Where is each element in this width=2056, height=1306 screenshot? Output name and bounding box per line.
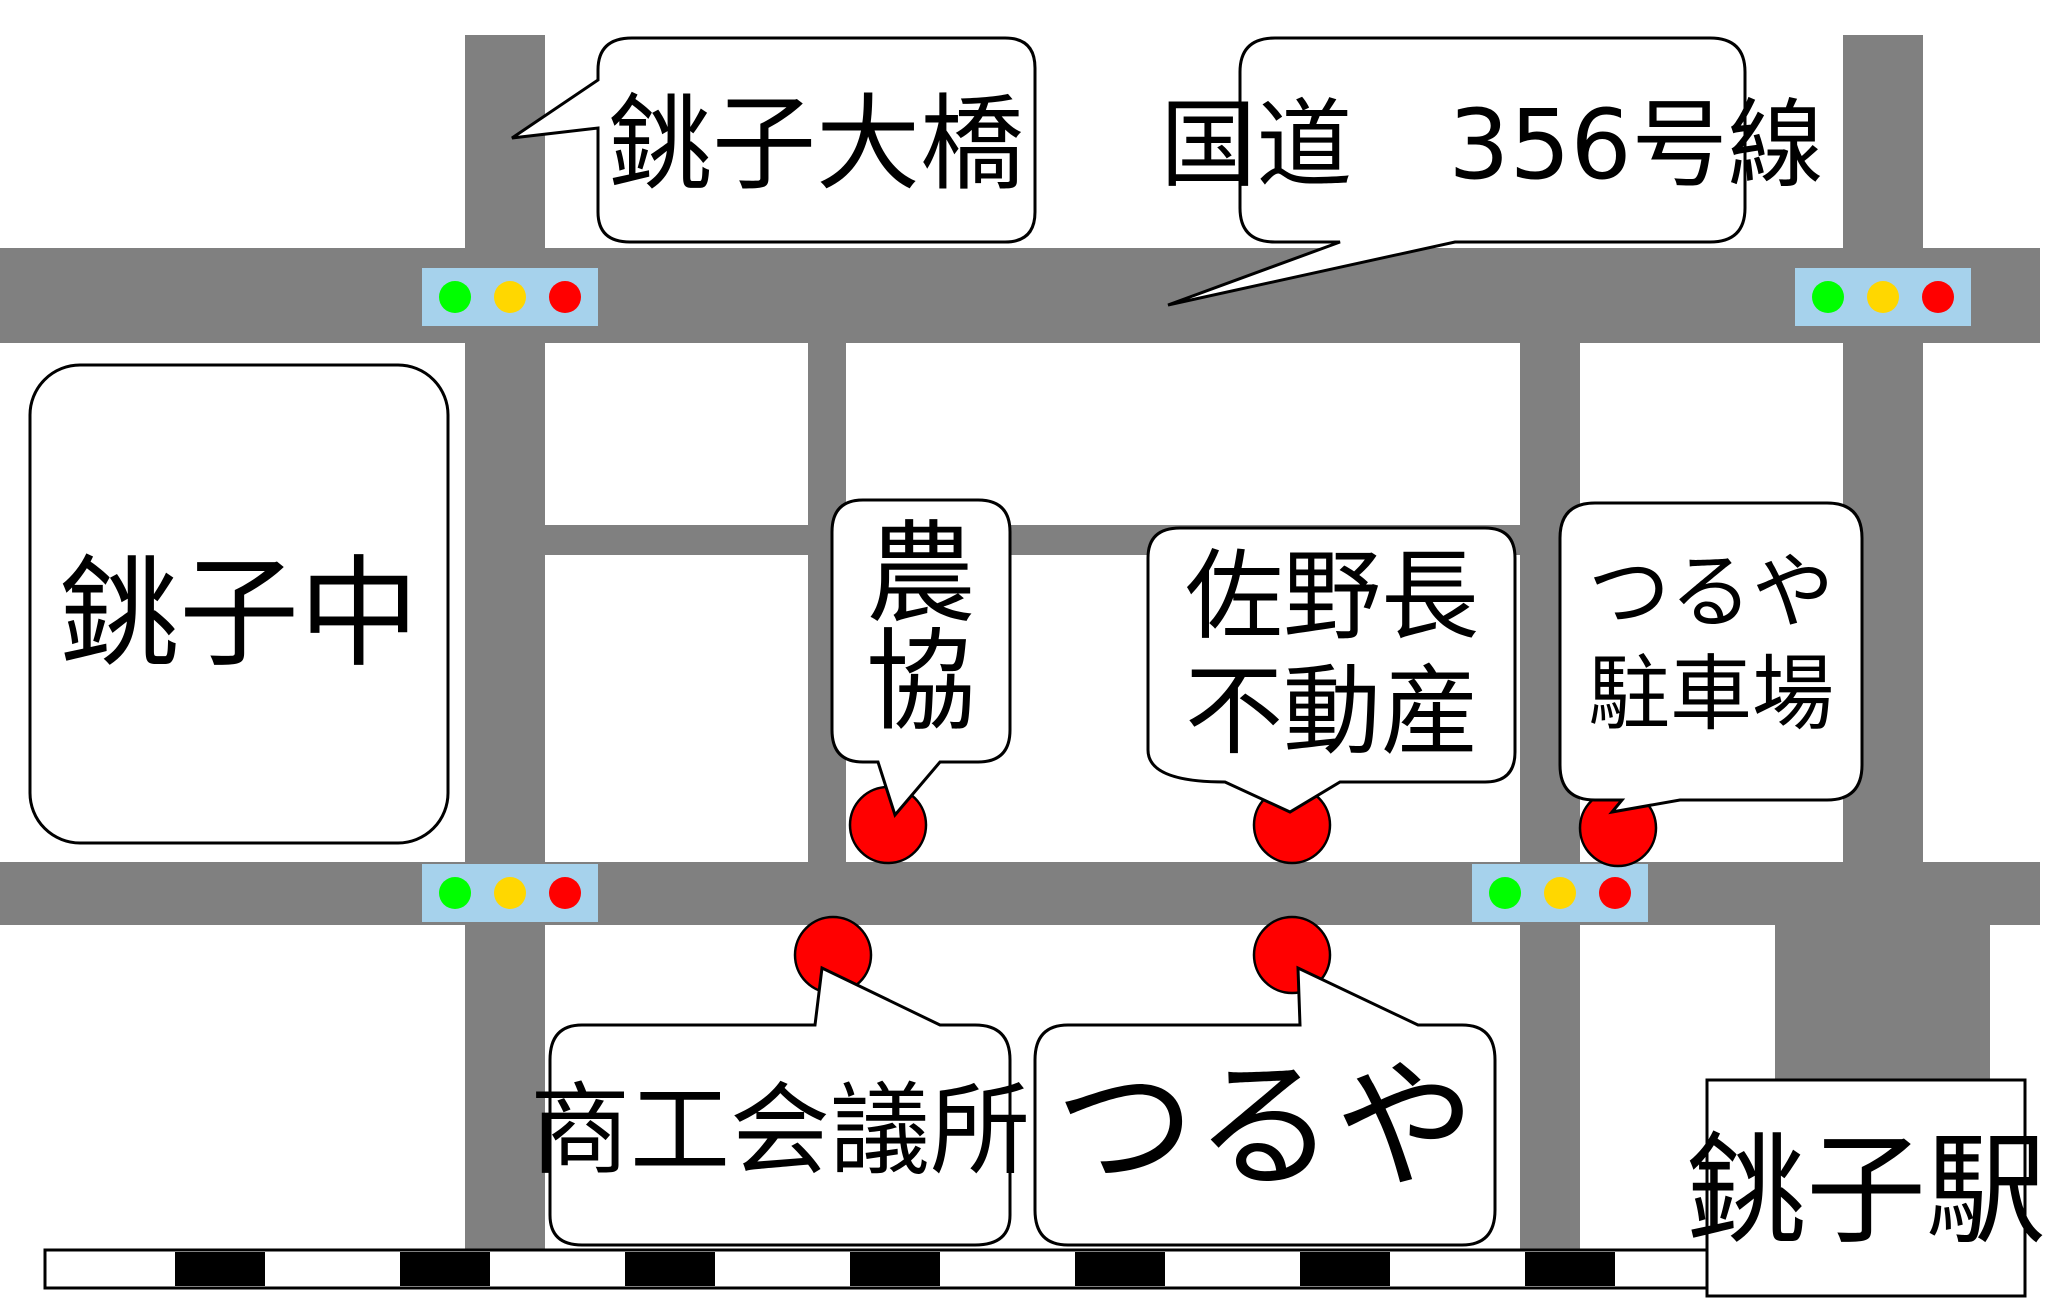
traffic-signal-lower-left — [422, 864, 598, 922]
callout-route-356: 国道 356号線 — [1160, 36, 1824, 307]
label-choshi-station: 銚子駅 — [1686, 1122, 2046, 1261]
road-to-station — [1775, 925, 1990, 1080]
callout-shoukoukai: 商工会議所 — [530, 965, 1030, 1247]
road-route-356 — [0, 248, 2040, 343]
label-tsuruya-parking-1: つるや — [1588, 545, 1834, 640]
road-network — [0, 35, 2040, 1250]
label-choshi-chu: 銚子中 — [59, 545, 419, 684]
callout-tsuruya-parking: つるや 駐車場 — [1558, 501, 1864, 815]
railway-line — [43, 1248, 1709, 1290]
choshi-junior-high: 銚子中 — [28, 363, 450, 845]
label-tsuruya: つるや — [1055, 1046, 1475, 1209]
label-route-356: 国道 356号線 — [1160, 89, 1823, 201]
road-vertical-right — [1520, 343, 1580, 1250]
label-sanocho-2: 不動産 — [1185, 655, 1479, 769]
traffic-signal-lower-right — [1472, 864, 1648, 922]
label-tsuruya-parking-2: 駐車場 — [1588, 647, 1834, 742]
traffic-signal-upper-right — [1795, 268, 1971, 326]
label-noukyou-2: 協 — [866, 618, 976, 746]
railway-ties — [175, 1252, 1615, 1286]
road-lower-main — [0, 862, 2040, 925]
choshi-station: 銚子駅 — [1686, 1078, 2046, 1298]
label-choshi-ohashi: 銚子大橋 — [608, 83, 1024, 205]
callout-sanocho: 佐野長 不動産 — [1146, 526, 1517, 814]
road-vertical-left — [465, 35, 545, 1250]
callout-choshi-ohashi: 銚子大橋 — [511, 36, 1037, 244]
label-sanocho-1: 佐野長 — [1185, 540, 1479, 654]
callout-noukyou: 農 協 — [830, 498, 1012, 819]
label-shoukoukai: 商工会議所 — [530, 1072, 1030, 1189]
marker-noukyou — [848, 785, 928, 865]
callout-tsuruya: つるや — [1033, 965, 1497, 1247]
traffic-signal-upper-left — [422, 268, 598, 326]
label-noukyou-1: 農 — [866, 510, 976, 638]
